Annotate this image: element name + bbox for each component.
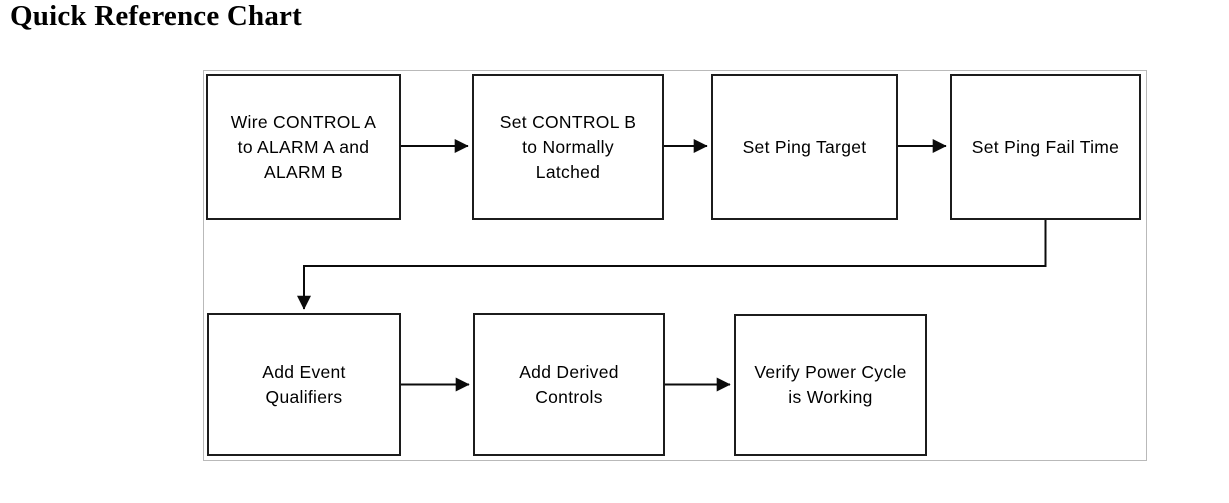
page-title: Quick Reference Chart xyxy=(10,0,302,32)
flowchart-frame: Wire CONTROL A to ALARM A and ALARM B Se… xyxy=(203,70,1147,461)
flow-node-wire-control-a: Wire CONTROL A to ALARM A and ALARM B xyxy=(206,74,401,220)
flow-node-verify-power-cycle: Verify Power Cycle is Working xyxy=(734,314,927,456)
flow-node-set-control-b: Set CONTROL B to Normally Latched xyxy=(472,74,664,220)
flow-node-set-ping-fail-time: Set Ping Fail Time xyxy=(950,74,1141,220)
flow-node-set-ping-target: Set Ping Target xyxy=(711,74,898,220)
arrow-pingfailtime-to-eventqualifiers xyxy=(297,220,1047,310)
flow-node-add-derived-controls: Add Derived Controls xyxy=(473,313,665,456)
flow-node-add-event-qualifiers: Add Event Qualifiers xyxy=(207,313,401,456)
